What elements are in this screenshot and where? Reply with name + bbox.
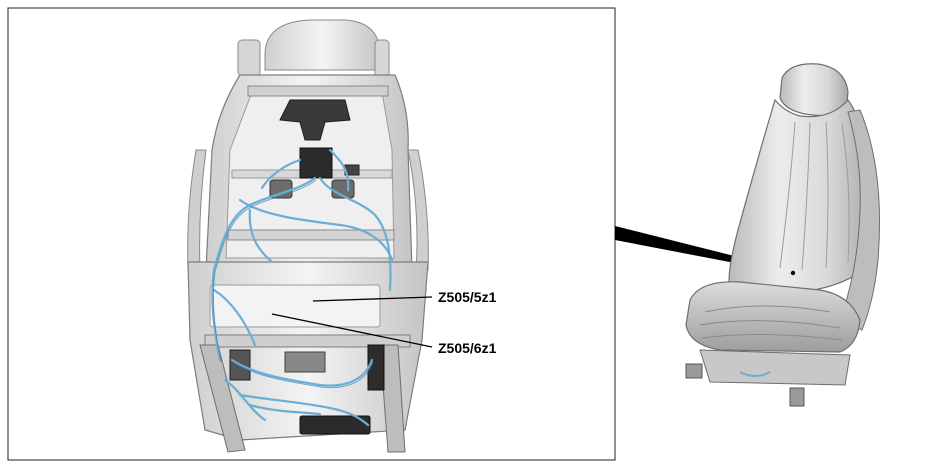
- control-unit: [299, 147, 333, 179]
- wiring-harness-shadow: [212, 179, 374, 389]
- lumbar-module: [279, 99, 351, 141]
- headrest-post-right: [374, 39, 390, 81]
- backrest-crossbar-low: [227, 229, 395, 241]
- seat-backrest: [728, 98, 873, 293]
- headrest-frame: [264, 19, 381, 71]
- callout-label-z505-5z1: Z505/5z1: [438, 289, 497, 305]
- wiring-harness: [211, 148, 394, 427]
- side-bolster-right: [407, 149, 429, 271]
- bottom-connector: [299, 415, 371, 435]
- seat-pan-heater-mat: [209, 284, 381, 328]
- seat-rail-front: [685, 363, 703, 379]
- backrest-stitching: [779, 121, 850, 271]
- backrest-crossbar-top: [247, 85, 389, 97]
- seat-front-bar: [204, 334, 411, 348]
- seat-location-dot: [790, 270, 796, 276]
- cushion-stitching: [699, 305, 843, 341]
- leader-line-z505-6z1: [271, 313, 433, 348]
- seat-base: [699, 349, 851, 386]
- leader-line-z505-5z1: [312, 296, 433, 302]
- seat-frame-illustration: [187, 19, 429, 453]
- seat-headrest: [779, 63, 849, 117]
- mid-lower-module: [284, 351, 326, 373]
- seat-rail-rear: [789, 387, 805, 407]
- seat-overview-illustration: [685, 63, 881, 407]
- seat-rail-left: [199, 344, 246, 453]
- callout-label-z505-6z1: Z505/6z1: [438, 340, 497, 356]
- headrest-post-left: [237, 39, 261, 77]
- seat-cushion: [685, 281, 861, 353]
- seat-underside-wiring: [739, 371, 771, 377]
- seat-rail-right: [379, 344, 406, 453]
